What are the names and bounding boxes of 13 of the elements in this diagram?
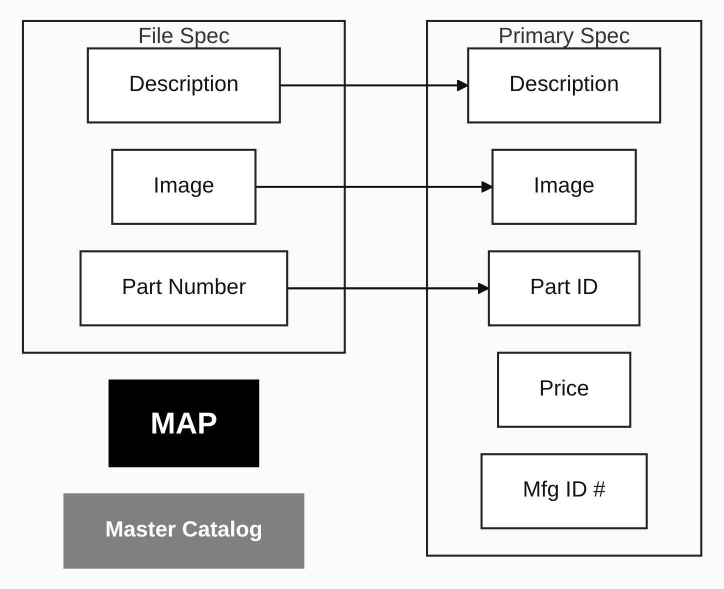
arrow [255,180,493,193]
node-box: Part ID [488,250,640,326]
node-box: Part Number [79,250,288,326]
node-box: Description [467,47,662,124]
node-box: MAP [108,380,260,468]
node-box: Mfg ID # [480,453,648,530]
node-box: Image [111,148,256,225]
node-box: Price [496,352,632,428]
arrow [280,79,469,92]
arrow [287,282,490,294]
node-box: Description [86,47,281,124]
node-box: Image [491,148,637,225]
node-box: Master Catalog [63,493,304,569]
